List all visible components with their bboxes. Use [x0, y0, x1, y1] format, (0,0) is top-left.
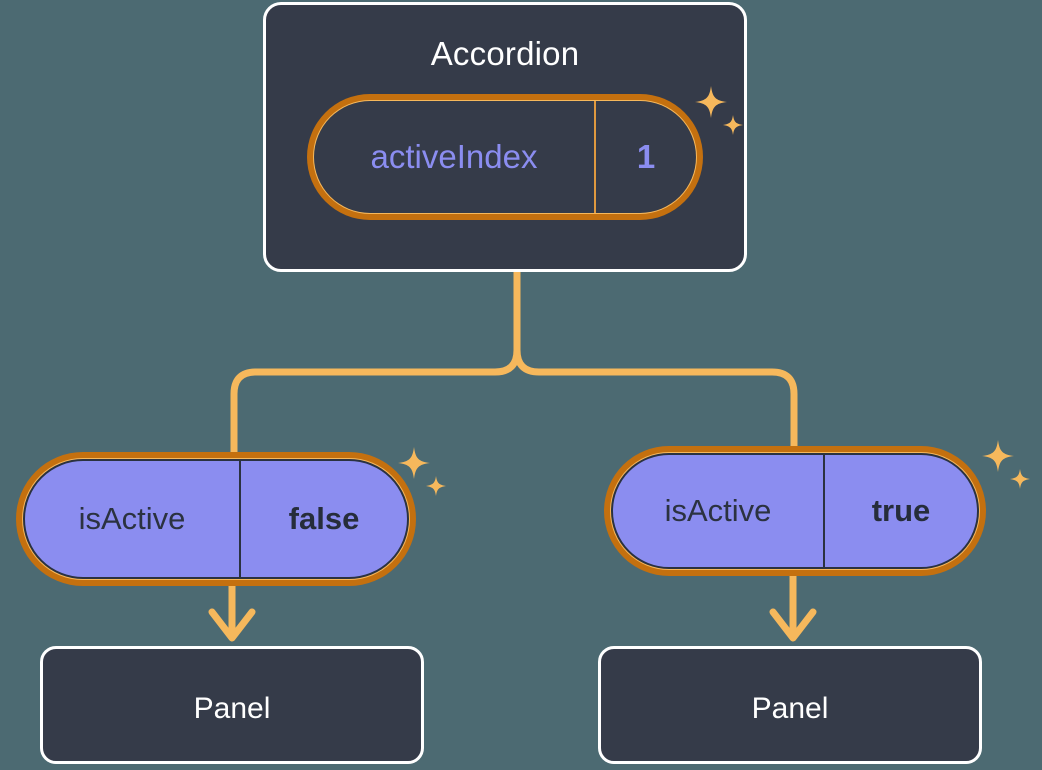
node-panel-right[interactable]: Panel [598, 646, 982, 764]
node-panel-right-title: Panel [751, 692, 829, 725]
arrow-down-icon-right [769, 608, 817, 642]
arrow-down-icon-left [208, 608, 256, 642]
sparkle-icon-right-large [982, 440, 1030, 489]
prop-value-isactive-right: true [871, 493, 931, 528]
pill-body: isActive true [611, 453, 979, 569]
state-value-activeindex: 1 [636, 138, 656, 175]
prop-key-isactive-right: isActive [613, 455, 825, 567]
state-key-activeindex: activeIndex [314, 101, 596, 213]
state-pill-activeindex[interactable]: activeIndex 1 [307, 94, 703, 220]
prop-value-isactive-left: false [288, 501, 360, 536]
state-pill-isactive-true[interactable]: isActive true [604, 446, 986, 576]
state-pill-isactive-false[interactable]: isActive false [16, 452, 416, 586]
pill-body: isActive false [23, 459, 409, 579]
connector-trunk-fork [230, 268, 521, 456]
node-panel-left[interactable]: Panel [40, 646, 424, 764]
prop-key-isactive-left: isActive [25, 461, 241, 577]
node-panel-left-title: Panel [193, 692, 271, 725]
node-accordion-title: Accordion [430, 35, 580, 72]
connector-fork-right [513, 346, 798, 450]
pill-body: activeIndex 1 [314, 101, 696, 213]
